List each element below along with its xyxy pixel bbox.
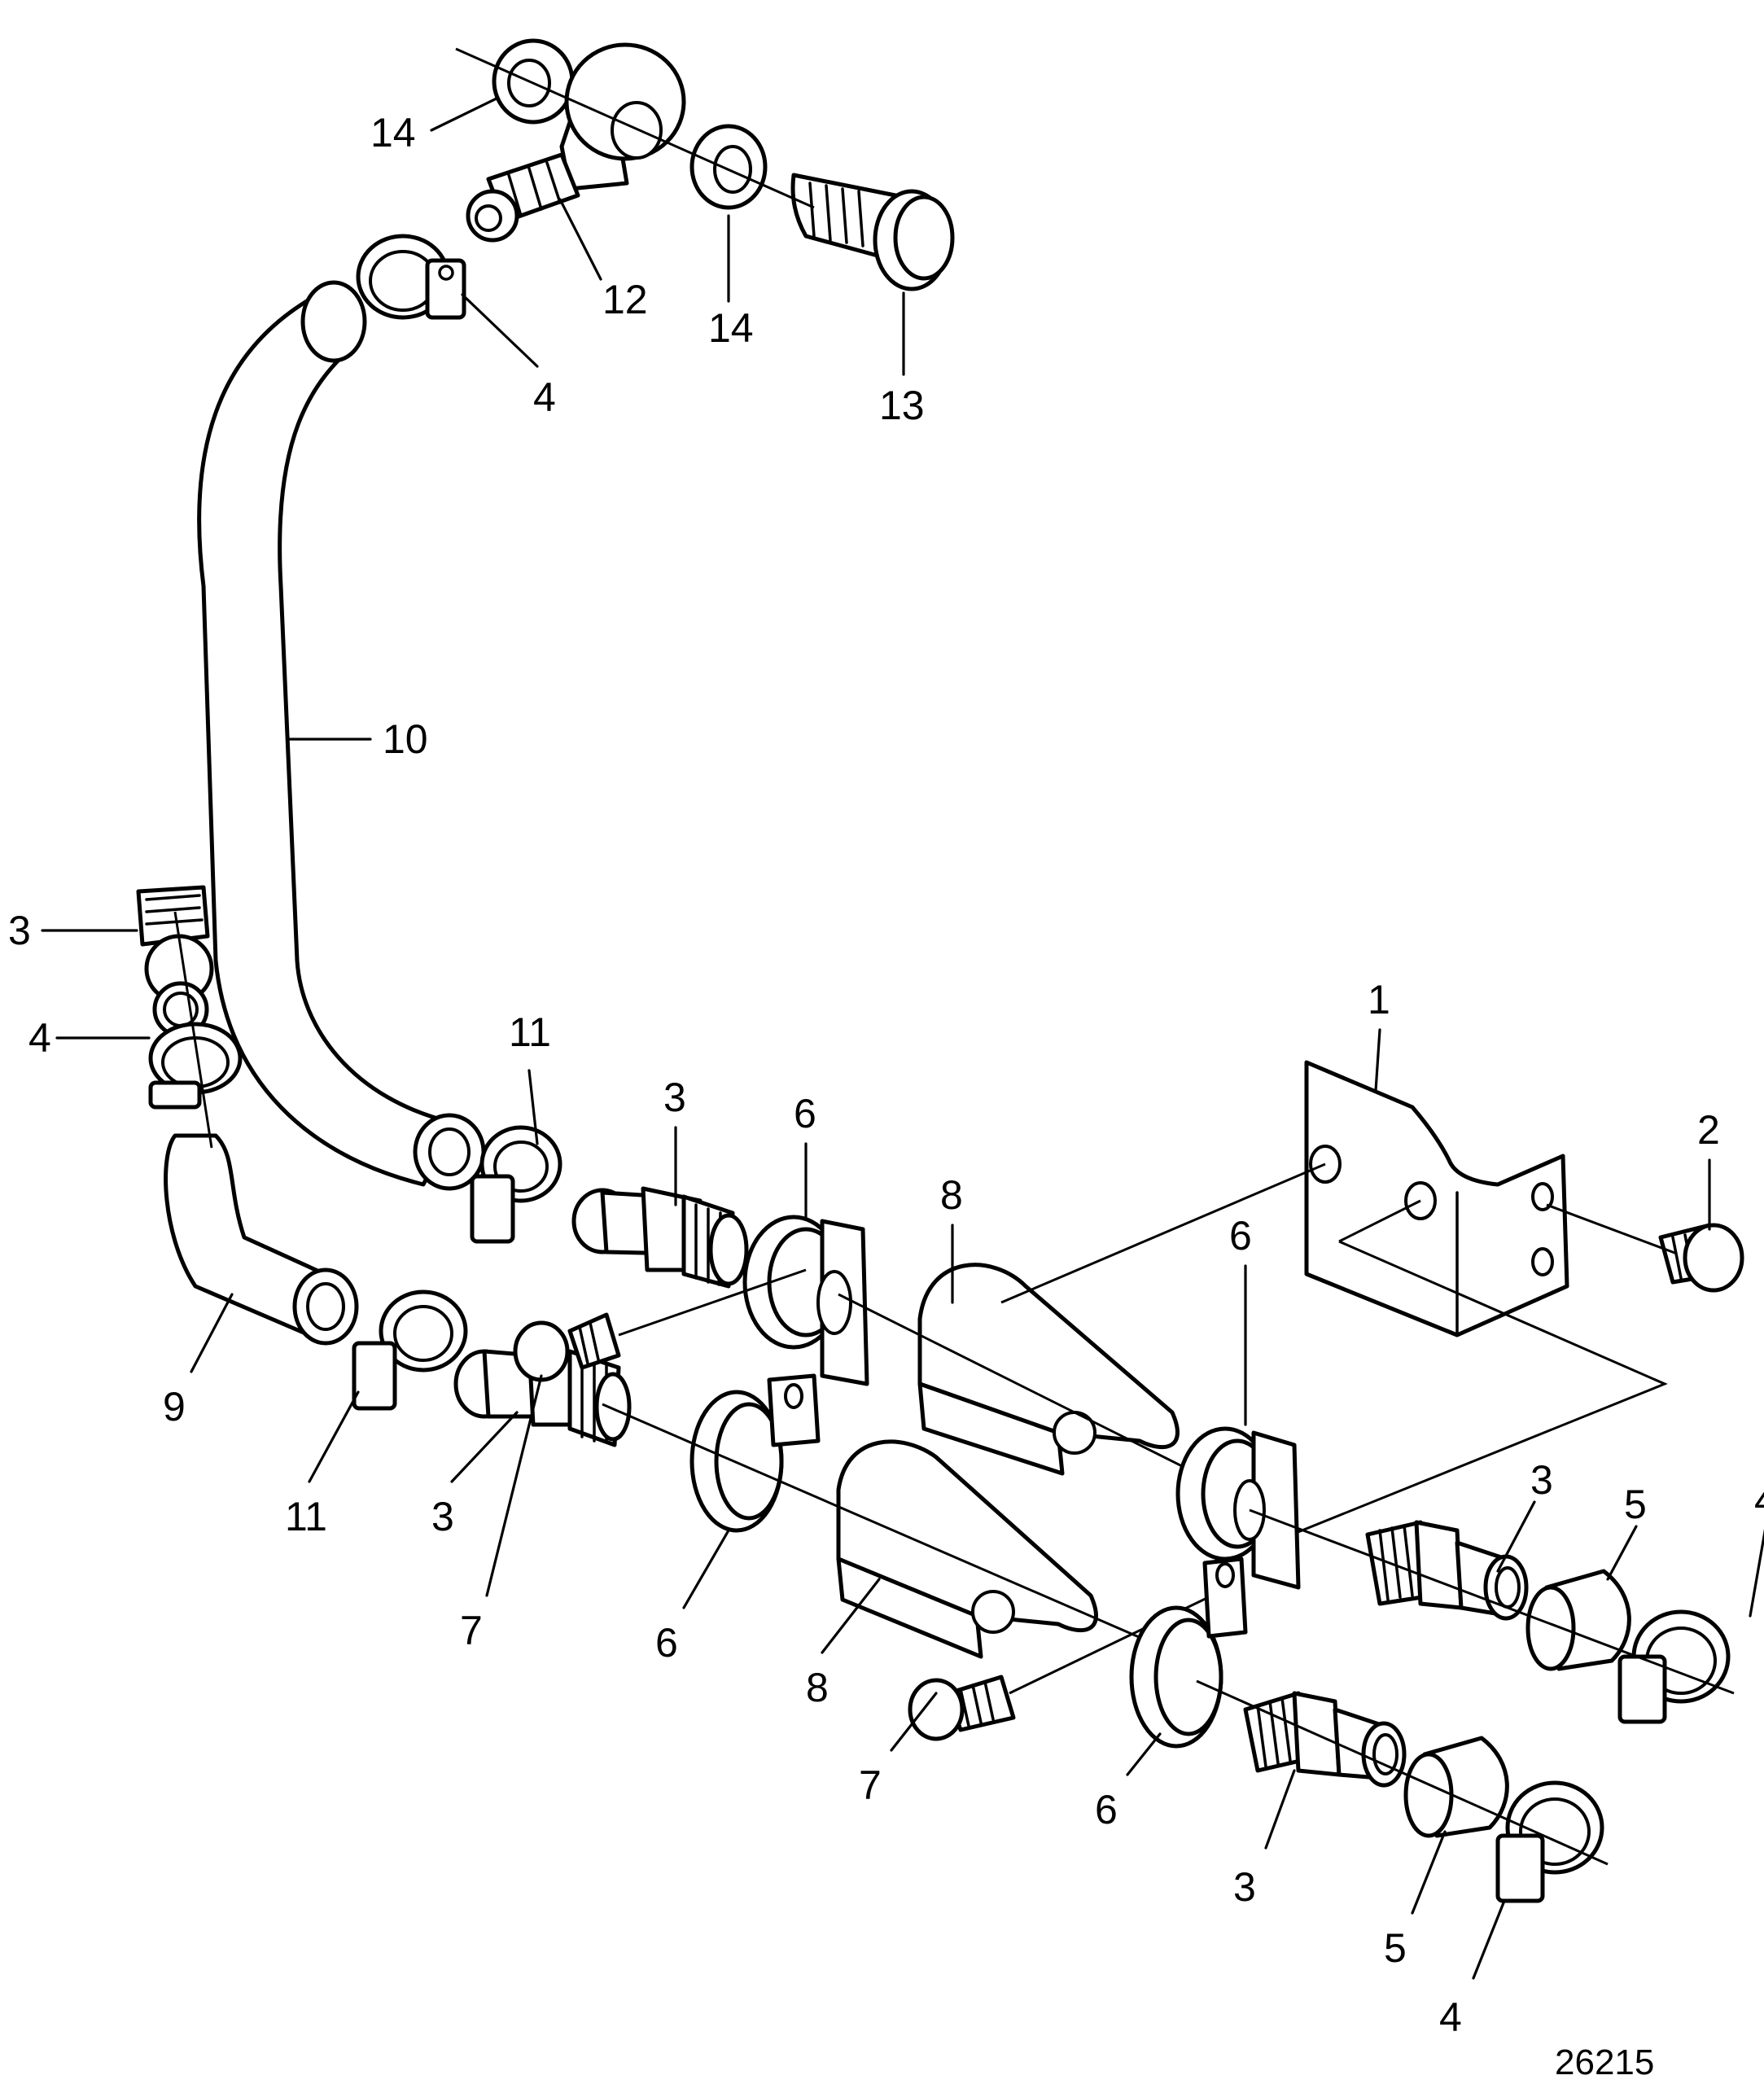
banjo-axis-line bbox=[455, 47, 815, 209]
short-hose bbox=[164, 1133, 336, 1338]
callout-3: 3 bbox=[1233, 1864, 1256, 1910]
callout-14: 14 bbox=[370, 110, 416, 155]
callout-7: 7 bbox=[460, 1608, 483, 1653]
right-upper-axis-line bbox=[1249, 1508, 1735, 1695]
p-clip-upper-left bbox=[742, 1215, 869, 1386]
hose-clamp-right-lower bbox=[1495, 1780, 1604, 1903]
callout-6: 6 bbox=[1229, 1213, 1252, 1259]
flange-screw bbox=[1658, 1223, 1744, 1293]
bracket-line-3 bbox=[1261, 1240, 1668, 1548]
callout-11: 11 bbox=[285, 1494, 327, 1539]
insulator-bracket-upper bbox=[917, 1263, 1180, 1476]
callout-1: 1 bbox=[1368, 977, 1390, 1022]
sealing-washer-upper-left bbox=[492, 38, 575, 125]
callout-7: 7 bbox=[859, 1762, 882, 1808]
sealing-washer-right bbox=[689, 124, 768, 210]
flange-screw-right bbox=[908, 1675, 1016, 1741]
bracket-line-1 bbox=[1000, 1162, 1326, 1304]
insulator-bracket-lower bbox=[836, 1439, 1098, 1659]
callout-10: 10 bbox=[383, 716, 428, 762]
callout-3: 3 bbox=[8, 908, 31, 953]
bolt-axis-line bbox=[1546, 1203, 1678, 1255]
p-clip-upper-right bbox=[1175, 1426, 1301, 1590]
callout-8: 8 bbox=[940, 1172, 963, 1218]
diagram-reference-number: 26215 bbox=[1555, 2042, 1654, 2082]
callout-4: 4 bbox=[533, 374, 556, 420]
callouts: 14 12 4 14 13 10 3 4 11 3 6 8 1 2 9 11 3… bbox=[8, 110, 1764, 2040]
callout-3: 3 bbox=[431, 1494, 454, 1539]
callout-8: 8 bbox=[806, 1665, 829, 1710]
hose-clamp-right-upper bbox=[1617, 1609, 1731, 1724]
bracket-line-2 bbox=[1338, 1199, 1421, 1243]
connector-nipple-right-upper bbox=[1365, 1520, 1529, 1621]
callout-2: 2 bbox=[1697, 1107, 1720, 1153]
protective-cap-upper bbox=[1525, 1569, 1631, 1671]
callout-11: 11 bbox=[509, 1009, 551, 1055]
callout-9: 9 bbox=[163, 1384, 186, 1429]
mounting-bracket bbox=[1304, 1060, 1569, 1338]
hose-clamp-upper bbox=[470, 1125, 562, 1244]
banjo-fitting bbox=[466, 42, 686, 243]
callout-4: 4 bbox=[28, 1015, 51, 1061]
callout-3: 3 bbox=[663, 1075, 686, 1120]
connector-nipple-upper bbox=[571, 1186, 749, 1289]
left-axis-line bbox=[173, 911, 213, 1149]
leader-lines bbox=[41, 96, 1764, 1980]
callout-13: 13 bbox=[879, 383, 925, 428]
bolt-axis-line-right bbox=[1009, 1582, 1238, 1695]
callout-4: 4 bbox=[1754, 1478, 1764, 1523]
p-clip-lower-right bbox=[1129, 1556, 1248, 1749]
banjo-bolt bbox=[790, 173, 955, 291]
bolt-axis-line-left bbox=[618, 1268, 807, 1337]
connector-nipple-left bbox=[136, 885, 214, 1038]
callout-4: 4 bbox=[1439, 1994, 1462, 2040]
flange-screw-left bbox=[513, 1312, 621, 1382]
callout-5: 5 bbox=[1384, 1925, 1407, 1971]
right-lower-axis-line bbox=[1196, 1679, 1609, 1866]
callout-14: 14 bbox=[708, 305, 754, 351]
long-hose bbox=[197, 295, 458, 1187]
hose-clamp-middle bbox=[352, 1289, 468, 1411]
hose-clamp-top bbox=[356, 234, 466, 320]
callout-6: 6 bbox=[794, 1091, 816, 1136]
callout-3: 3 bbox=[1530, 1457, 1553, 1503]
callout-6: 6 bbox=[1095, 1787, 1118, 1832]
callout-12: 12 bbox=[602, 277, 648, 322]
callout-5: 5 bbox=[1624, 1482, 1647, 1527]
callout-6: 6 bbox=[655, 1620, 678, 1666]
middle-axis-line bbox=[602, 1403, 1157, 1646]
protective-cap-lower bbox=[1403, 1736, 1509, 1838]
p-clip-lower-left bbox=[689, 1373, 821, 1533]
